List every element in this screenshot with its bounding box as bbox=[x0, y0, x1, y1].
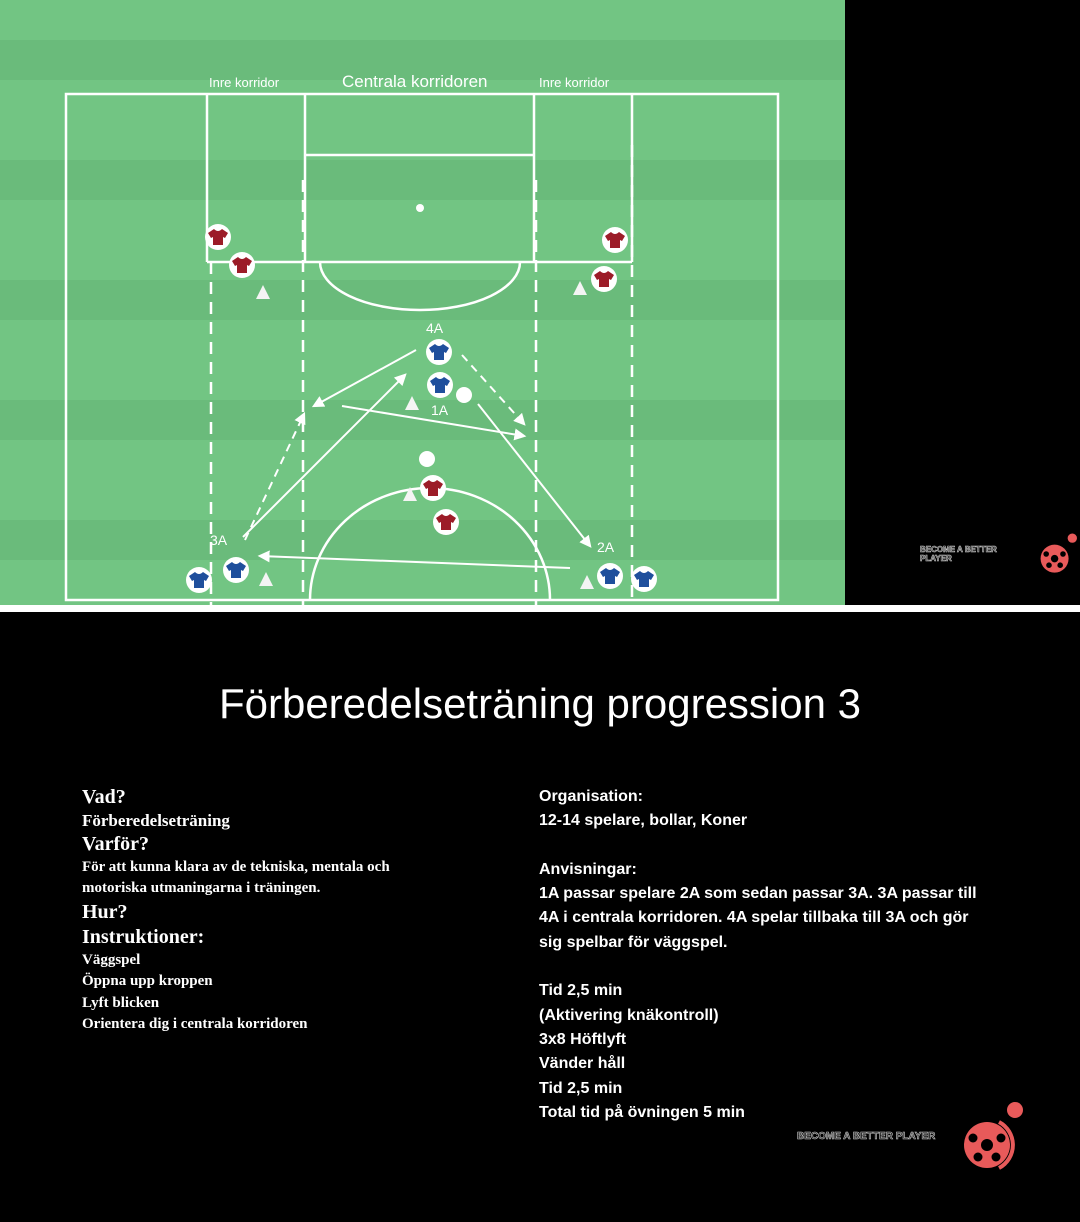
varfor-heading: Varför? bbox=[82, 832, 150, 855]
text-line: 12-14 spelare, bollar, Koner bbox=[539, 812, 748, 830]
right-column: Organisation: 12-14 spelare, bollar, Kon… bbox=[539, 785, 977, 1125]
text-line: Organisation: bbox=[539, 788, 644, 805]
instruction-item: Orientera dig i centrala korridoren bbox=[82, 1016, 308, 1032]
text-line: 3x8 Höftlyft bbox=[539, 1030, 627, 1048]
text-line: sig spelbar för väggspel. bbox=[539, 933, 728, 951]
separator bbox=[0, 605, 1080, 612]
vad-text: Förberedelseträning bbox=[82, 811, 230, 830]
varfor-text-2: motoriska utmaningarna i träningen. bbox=[82, 880, 321, 896]
player-label-2a: 2A bbox=[597, 539, 615, 555]
text-line: Total tid på övningen 5 min bbox=[539, 1103, 745, 1121]
hur-heading: Hur? bbox=[82, 900, 128, 923]
training-field-diagram bbox=[0, 0, 845, 605]
balls bbox=[419, 387, 472, 467]
instruction-item: Öppna upp kroppen bbox=[82, 973, 213, 989]
text-line bbox=[539, 955, 977, 979]
soccer-ball-icon bbox=[1040, 533, 1078, 573]
text-line: Anvisningar: bbox=[539, 860, 637, 878]
player-label-4a: 4A bbox=[426, 320, 444, 336]
text-line: Vänder håll bbox=[539, 1055, 626, 1073]
logo-large: BECOME A BETTER PLAYER bbox=[797, 1100, 1027, 1172]
logo-text: BECOME A BETTER PLAYER bbox=[920, 545, 997, 564]
left-column: Vad? Förberedelseträning Varför? För att… bbox=[82, 785, 390, 1036]
text-line: Tid 2,5 min bbox=[539, 982, 623, 1000]
vad-heading: Vad? bbox=[82, 786, 126, 808]
player-label-1a: 1A bbox=[431, 402, 449, 418]
logo-text: BECOME A BETTER PLAYER bbox=[797, 1130, 936, 1142]
varfor-text-1: För att kunna klara av de tekniska, ment… bbox=[82, 858, 390, 875]
instruction-item: Väggspel bbox=[82, 951, 141, 968]
cones bbox=[256, 281, 594, 589]
logo-small: BECOME A BETTER PLAYER bbox=[920, 530, 1080, 578]
instruction-item: Lyft blicken bbox=[82, 994, 160, 1011]
text-line: 4A i centrala korridoren. 4A spelar till… bbox=[539, 909, 969, 927]
soccer-ball-icon bbox=[964, 1102, 1024, 1170]
label-inner-corridor-left: Inre korridor bbox=[209, 75, 280, 90]
slide-title: Förberedelseträning progression 3 bbox=[218, 680, 862, 727]
text-line: (Aktivering knäkontroll) bbox=[539, 1006, 719, 1024]
label-inner-corridor-right: Inre korridor bbox=[539, 75, 610, 90]
text-line: 1A passar spelare 2A som sedan passar 3A… bbox=[539, 885, 977, 903]
player-label-3a: 3A bbox=[210, 532, 228, 548]
label-central-corridor: Centrala korridoren bbox=[342, 72, 488, 91]
text-line bbox=[539, 834, 977, 858]
text-line: Tid 2,5 min bbox=[539, 1079, 623, 1097]
instruktioner-heading: Instruktioner: bbox=[82, 925, 205, 948]
